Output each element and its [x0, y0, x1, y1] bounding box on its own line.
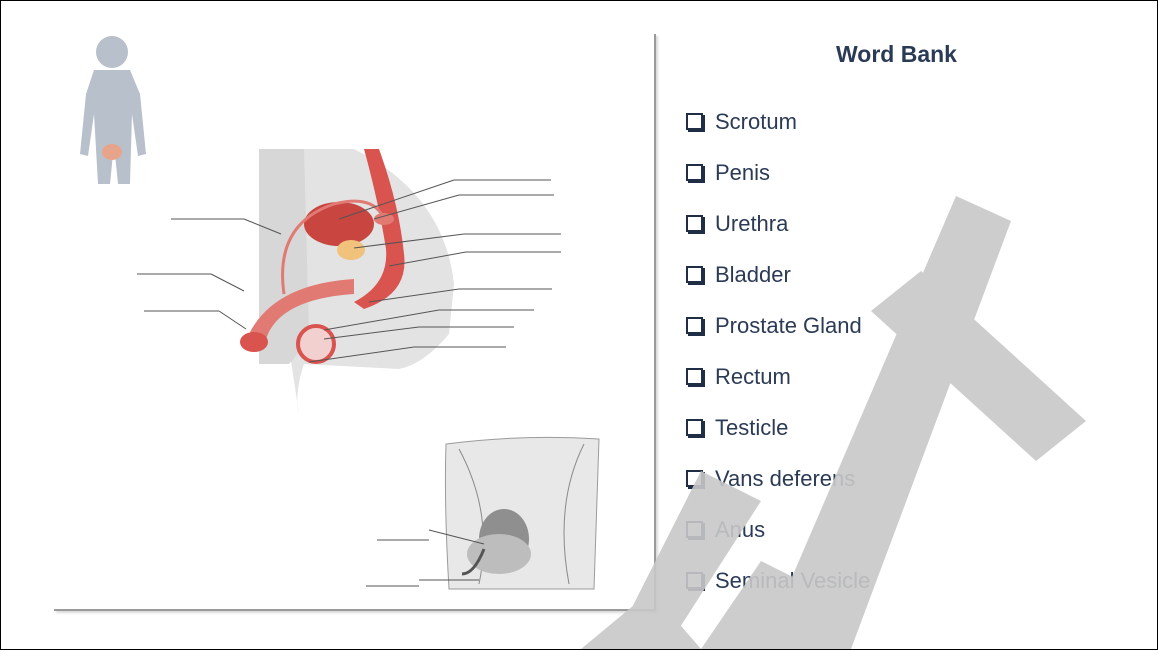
external-view-diagram [366, 437, 599, 589]
word-bank-item[interactable]: Urethra [681, 198, 870, 249]
word-bank-item[interactable]: Prostate Gland [681, 300, 870, 351]
checkbox-empty-icon[interactable] [686, 572, 703, 589]
word-bank-item[interactable]: Anus [681, 504, 870, 555]
checkbox-empty-icon[interactable] [686, 521, 703, 538]
body-silhouette-icon [80, 36, 146, 184]
word-bank-item[interactable]: Penis [681, 147, 870, 198]
word-bank-item[interactable]: Testicle [681, 402, 870, 453]
word-bank-item[interactable]: Seminal Vesicle [681, 555, 870, 606]
word-bank-label: Urethra [715, 211, 788, 237]
checkbox-empty-icon[interactable] [686, 113, 703, 130]
word-bank-label: Penis [715, 160, 770, 186]
word-bank-list: Scrotum Penis Urethra Bladder Prostate G… [681, 96, 870, 606]
checkbox-empty-icon[interactable] [686, 470, 703, 487]
word-bank-item[interactable]: Bladder [681, 249, 870, 300]
checkbox-empty-icon[interactable] [686, 266, 703, 283]
checkbox-empty-icon[interactable] [686, 419, 703, 436]
checkbox-empty-icon[interactable] [686, 317, 703, 334]
word-bank-label: Seminal Vesicle [715, 568, 870, 594]
word-bank-label: Scrotum [715, 109, 797, 135]
word-bank-label: Bladder [715, 262, 791, 288]
checkbox-empty-icon[interactable] [686, 368, 703, 385]
word-bank-item[interactable]: Scrotum [681, 96, 870, 147]
word-bank-title: Word Bank [836, 41, 957, 68]
checkbox-empty-icon[interactable] [686, 164, 703, 181]
word-bank-label: Testicle [715, 415, 788, 441]
word-bank-item[interactable]: Rectum [681, 351, 870, 402]
checkbox-empty-icon[interactable] [686, 215, 703, 232]
word-bank-label: Anus [715, 517, 765, 543]
word-bank-label: Prostate Gland [715, 313, 862, 339]
male-reproductive-diagram [54, 34, 654, 609]
word-bank-item[interactable]: Vans deferens [681, 453, 870, 504]
word-bank-label: Rectum [715, 364, 791, 390]
anatomy-figure-panel [54, 34, 656, 611]
sagittal-section-diagram [240, 149, 454, 414]
word-bank-label: Vans deferens [715, 466, 855, 492]
